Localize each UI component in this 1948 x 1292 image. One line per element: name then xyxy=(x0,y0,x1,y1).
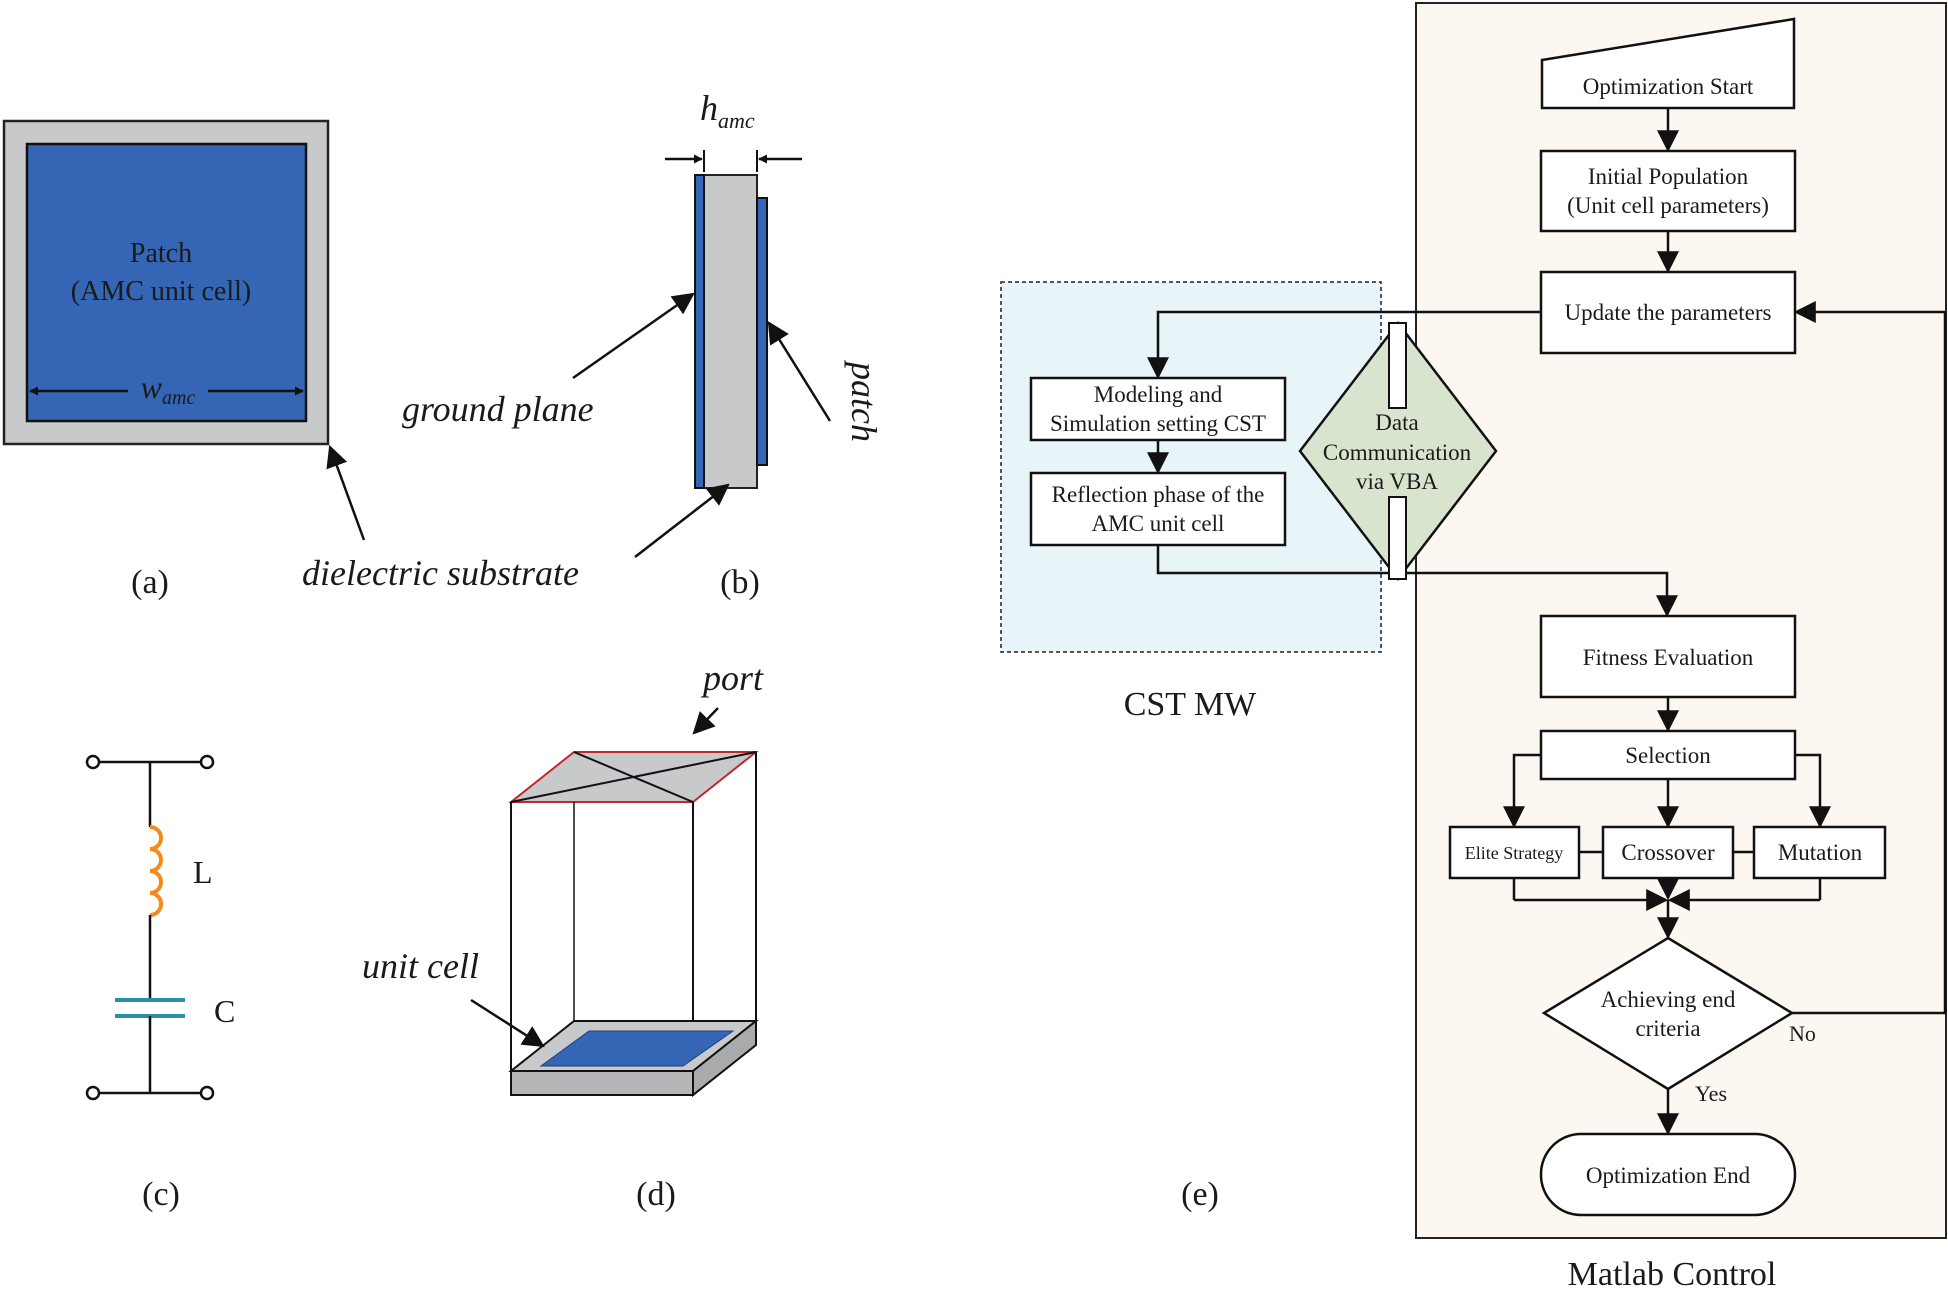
fitness-evaluation-box xyxy=(1539,614,1797,699)
elite-strategy-text: Elite Strategy xyxy=(1465,843,1563,863)
arrow-selection-to-mutation xyxy=(1795,753,1831,829)
patch-label: patch xyxy=(844,359,884,442)
modeling-text-2: Simulation setting CST xyxy=(1050,411,1266,436)
diamond-slot-top xyxy=(1388,322,1407,409)
reflection-phase-text-2: AMC unit cell xyxy=(1092,511,1225,536)
port-label: port xyxy=(700,658,764,698)
modeling-text-1: Modeling and xyxy=(1094,382,1223,407)
initial-population-box xyxy=(1539,149,1797,233)
no-label: No xyxy=(1789,1021,1816,1046)
h-amc-label: hamc xyxy=(700,88,755,133)
patch-title: Patch xyxy=(130,238,192,269)
update-parameters-text: Update the parameters xyxy=(1565,300,1772,325)
panel-a: Patch (AMC unit cell) wamc (a) xyxy=(2,119,366,601)
caption-b: (b) xyxy=(720,564,760,601)
panel-c: L C (c) xyxy=(85,754,235,1213)
end-criteria-text-2: criteria xyxy=(1635,1016,1700,1041)
caption-a: (a) xyxy=(131,564,169,601)
data-communication-text-1: Data xyxy=(1375,410,1418,435)
update-parameters-box xyxy=(1539,270,1797,355)
data-communication-text-2: Communication xyxy=(1323,440,1472,465)
bottom-left-terminal xyxy=(85,1085,101,1101)
dielectric-pointer-a xyxy=(326,444,366,541)
yes-label: Yes xyxy=(1695,1081,1727,1106)
ground-plane-label: ground plane xyxy=(402,389,594,429)
end-criteria-text-1: Achieving end xyxy=(1601,987,1736,1012)
optimization-start-shape xyxy=(1540,17,1796,110)
elite-strategy-box xyxy=(1448,825,1581,880)
patch-pointer xyxy=(767,321,832,422)
inductor-label: L xyxy=(193,854,213,890)
caption-d: (d) xyxy=(636,1176,676,1213)
arrow-selection-to-elite xyxy=(1503,753,1541,829)
port-pointer xyxy=(692,707,719,735)
dielectric-pointer-b xyxy=(634,483,730,558)
patch-subtitle: (AMC unit cell) xyxy=(71,276,251,307)
port-diagonal-2 xyxy=(510,751,757,803)
fitness-evaluation-text: Fitness Evaluation xyxy=(1583,645,1754,670)
patch-side xyxy=(756,197,768,466)
panel-d: port unit cell (d) xyxy=(362,658,764,1213)
w-amc-label: wamc xyxy=(141,369,196,409)
panel-e: Optimization Start Initial Population (U… xyxy=(1000,2,1947,1292)
unit-cell-label: unit cell xyxy=(362,946,479,986)
arrow-update-to-modeling xyxy=(1147,310,1541,380)
crossover-box xyxy=(1601,825,1735,880)
crossover-text: Crossover xyxy=(1621,840,1715,865)
substrate-side xyxy=(703,174,758,489)
unit-cell-patch xyxy=(539,1030,735,1067)
substrate-side xyxy=(692,1018,757,1098)
top-left-terminal xyxy=(85,754,101,770)
diamond-slot-bottom xyxy=(1388,496,1407,580)
initial-population-text-2: (Unit cell parameters) xyxy=(1567,193,1769,218)
unit-cell-pointer xyxy=(470,998,545,1048)
cst-mw-label: CST MW xyxy=(1124,686,1257,723)
optimization-end-terminal xyxy=(1539,1132,1797,1217)
inductor-coil xyxy=(149,825,163,917)
mutation-box xyxy=(1752,825,1887,880)
bottom-right-terminal xyxy=(199,1085,215,1101)
mutation-text: Mutation xyxy=(1778,840,1863,865)
caption-c: (c) xyxy=(142,1176,180,1213)
ground-plane-pointer xyxy=(572,292,695,380)
arrow-reflection-to-fitness xyxy=(1156,545,1678,618)
selection-text: Selection xyxy=(1625,743,1711,768)
dielectric-substrate-label: dielectric substrate xyxy=(302,553,579,593)
ground-plane-side xyxy=(694,174,705,489)
w-amc-label-bg xyxy=(128,372,208,402)
optimization-start-text: Optimization Start xyxy=(1583,74,1754,99)
reflection-phase-text-1: Reflection phase of the xyxy=(1052,482,1265,507)
capacitor-label: C xyxy=(214,993,235,1029)
panel-b: hamc ground plane patch dielectric subst… xyxy=(302,88,884,601)
substrate-front xyxy=(510,1070,694,1096)
top-right-terminal xyxy=(199,754,215,770)
caption-e: (e) xyxy=(1181,1176,1219,1213)
arrow-no-loop xyxy=(1792,301,1947,1015)
matlab-control-label: Matlab Control xyxy=(1568,1256,1777,1292)
initial-population-text-1: Initial Population xyxy=(1588,164,1749,189)
data-communication-text-3: via VBA xyxy=(1356,469,1438,494)
optimization-end-text: Optimization End xyxy=(1586,1163,1751,1188)
